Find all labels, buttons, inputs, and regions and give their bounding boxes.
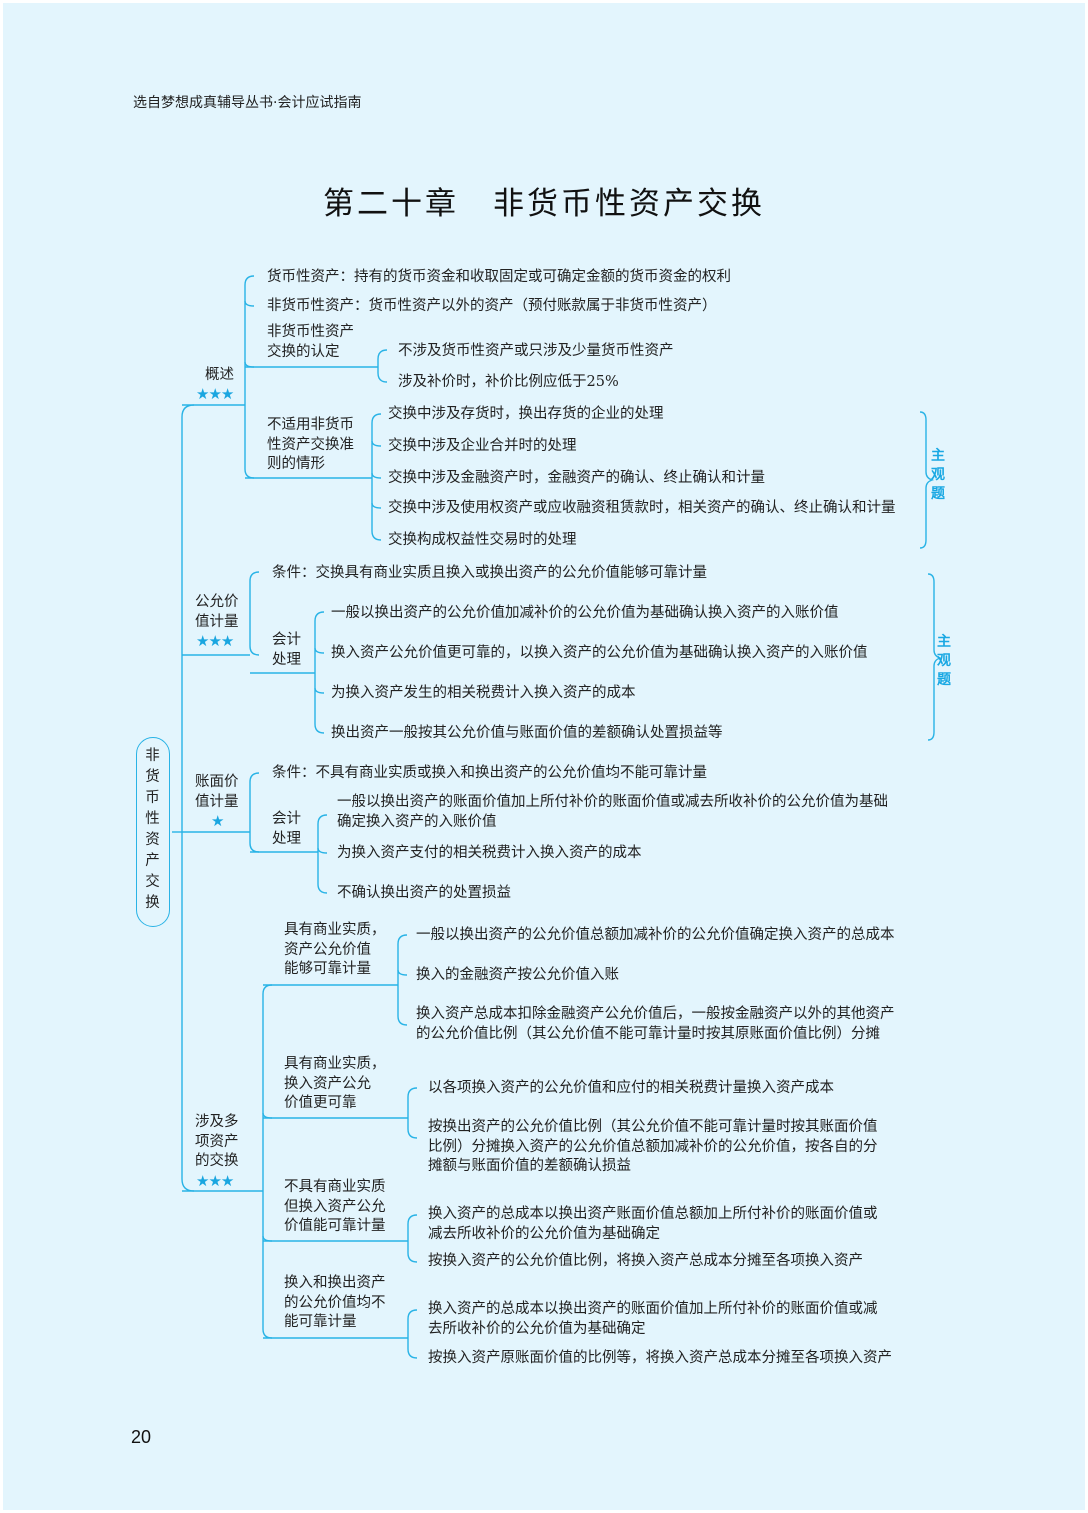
node-multiple-assets: 涉及多 项资产 的交换 bbox=[195, 1114, 239, 1169]
leaf-item: 交换中涉及使用权资产或应收融资租赁款时，相关资产的确认、终止确认和计量 bbox=[388, 500, 896, 516]
page-sheet bbox=[3, 3, 1085, 1510]
leaf-item: 换入资产公允价值更可靠的，以换入资产的公允价值为基础确认换入资产的入账价值 bbox=[331, 645, 868, 661]
bracket bbox=[407, 1214, 418, 1263]
leaf-item: 一般以换出资产的账面价值加上所付补价的账面价值或减去所收补价的公允价值为基础 确… bbox=[337, 794, 888, 830]
leaf-item: 换出资产一般按其公允价值与账面价值的差额确认处置损益等 bbox=[331, 725, 723, 741]
leaf-item: 换入资产总成本扣除金融资产公允价值后，一般按金融资产以外的其他资产 的公允价值比… bbox=[416, 1006, 895, 1042]
node-book-value: 账面价 值计量 bbox=[195, 774, 239, 810]
leaf-item: 不确认换出资产的处置损益 bbox=[337, 885, 511, 901]
leaf-item: 货币性资产：持有的货币资金和收取固定或可确定金额的货币资金的权利 bbox=[267, 269, 731, 285]
leaf-item: 为换入资产发生的相关税费计入换入资产的成本 bbox=[331, 685, 636, 701]
node-not-applicable: 不适用非货币 性资产交换准 则的情形 bbox=[267, 417, 354, 472]
bracket bbox=[314, 611, 325, 734]
importance-stars: ★★★ bbox=[196, 632, 234, 650]
node-fair-value: 公允价 值计量 bbox=[195, 594, 239, 630]
leaf-item: 一般以换出资产的公允价值加减补价的公允价值为基础确认换入资产的入账价值 bbox=[331, 605, 839, 621]
leaf-item: 以各项换入资产的公允价值和应付的相关税费计量换入资产成本 bbox=[428, 1080, 834, 1096]
leaf-item: 涉及补价时，补价比例应低于25% bbox=[398, 374, 619, 390]
leaf-item: 换入资产的总成本以换出资产的账面价值加上所付补价的账面价值或减 去所收补价的公允… bbox=[428, 1301, 878, 1337]
leaf-item: 换入资产的总成本以换出资产账面价值总额加上所付补价的账面价值或 减去所收补价的公… bbox=[428, 1206, 878, 1242]
bracket bbox=[371, 413, 382, 541]
leader bbox=[314, 647, 325, 654]
subjective-question-tag: 主 观 题 bbox=[931, 448, 945, 502]
leader bbox=[371, 502, 382, 509]
leaf-item: 条件：不具有商业实质或换入和换出资产的公允价值均不能可靠计量 bbox=[272, 765, 707, 781]
leaf-item: 按换入资产的公允价值比例，将换入资产总成本分摊至各项换入资产 bbox=[428, 1253, 863, 1269]
book-value-bracket bbox=[249, 772, 260, 853]
node-case: 换入和换出资产 的公允价值均不 能可靠计量 bbox=[284, 1275, 386, 1330]
root-node: 非 货 币 性 资 产 交 换 bbox=[136, 737, 170, 927]
node-recognition: 非货币性资产 交换的认定 bbox=[267, 324, 354, 360]
leaf-item: 一般以换出资产的公允价值总额加减补价的公允价值确定换入资产的总成本 bbox=[416, 927, 895, 943]
leaf-item: 按换出资产的公允价值比例（其公允价值不能可靠计量时按其账面价值 比例）分摊换入资… bbox=[428, 1119, 878, 1174]
leader bbox=[262, 1235, 273, 1242]
importance-stars: ★★★ bbox=[196, 1172, 234, 1190]
node-overview: 概述 bbox=[205, 367, 234, 383]
main-spine bbox=[181, 404, 195, 1192]
leader bbox=[397, 969, 408, 976]
leader bbox=[371, 440, 382, 447]
bracket bbox=[407, 1309, 418, 1359]
chapter-title: 第二十章 非货币性资产交换 bbox=[323, 186, 765, 222]
leaf-item: 交换构成权益性交易时的处理 bbox=[388, 532, 577, 548]
leader bbox=[244, 300, 255, 307]
bracket bbox=[397, 934, 408, 1026]
leader bbox=[244, 361, 255, 368]
leaf-item: 条件：交换具有商业实质且换入或换出资产的公允价值能够可靠计量 bbox=[272, 565, 707, 581]
leaf-item: 交换中涉及存货时，换出存货的企业的处理 bbox=[388, 406, 664, 422]
importance-stars: ★ bbox=[211, 812, 224, 830]
leaf-item: 交换中涉及企业合并时的处理 bbox=[388, 438, 577, 454]
importance-stars: ★★★ bbox=[196, 385, 234, 403]
node-case: 不具有商业实质 但换入资产公允 价值能可靠计量 bbox=[284, 1179, 386, 1234]
bracket bbox=[317, 814, 328, 894]
subjective-question-tag: 主 观 题 bbox=[937, 634, 951, 688]
leaf-item: 交换中涉及金融资产时，金融资产的确认、终止确认和计量 bbox=[388, 470, 765, 486]
leaf-item: 非货币性资产：货币性资产以外的资产（预付账款属于非货币性资产） bbox=[267, 298, 717, 314]
leaf-item: 为换入资产支付的相关税费计入换入资产的成本 bbox=[337, 845, 642, 861]
node-case: 具有商业实质， 换入资产公允 价值更可靠 bbox=[284, 1056, 386, 1111]
node-accounting: 会计 处理 bbox=[272, 811, 301, 847]
fair-value-bracket bbox=[249, 571, 260, 656]
right-brace bbox=[919, 411, 935, 549]
leaf-item: 不涉及货币性资产或只涉及少量货币性资产 bbox=[398, 343, 674, 359]
leaf-item: 换入的金融资产按公允价值入账 bbox=[416, 967, 619, 983]
leader bbox=[317, 847, 328, 854]
bracket bbox=[377, 349, 388, 383]
node-accounting: 会计 处理 bbox=[272, 632, 301, 668]
root-label: 非 货 币 性 资 产 交 换 bbox=[145, 748, 160, 911]
right-brace bbox=[927, 573, 943, 741]
multiple-bracket bbox=[262, 984, 273, 1339]
leader bbox=[314, 687, 325, 694]
node-case: 具有商业实质， 资产公允价值 能够可靠计量 bbox=[284, 922, 386, 977]
leader bbox=[262, 1112, 273, 1119]
leaf-item: 按换入资产原账面价值的比例等，将换入资产总成本分摊至各项换入资产 bbox=[428, 1350, 892, 1366]
overview-bracket bbox=[244, 275, 255, 479]
mindmap-connectors bbox=[172, 275, 943, 1359]
page-number: 20 bbox=[131, 1427, 152, 1447]
book-series-header: 选自梦想成真辅导丛书·会计应试指南 bbox=[133, 95, 362, 111]
leader bbox=[371, 472, 382, 479]
bracket bbox=[407, 1087, 418, 1139]
